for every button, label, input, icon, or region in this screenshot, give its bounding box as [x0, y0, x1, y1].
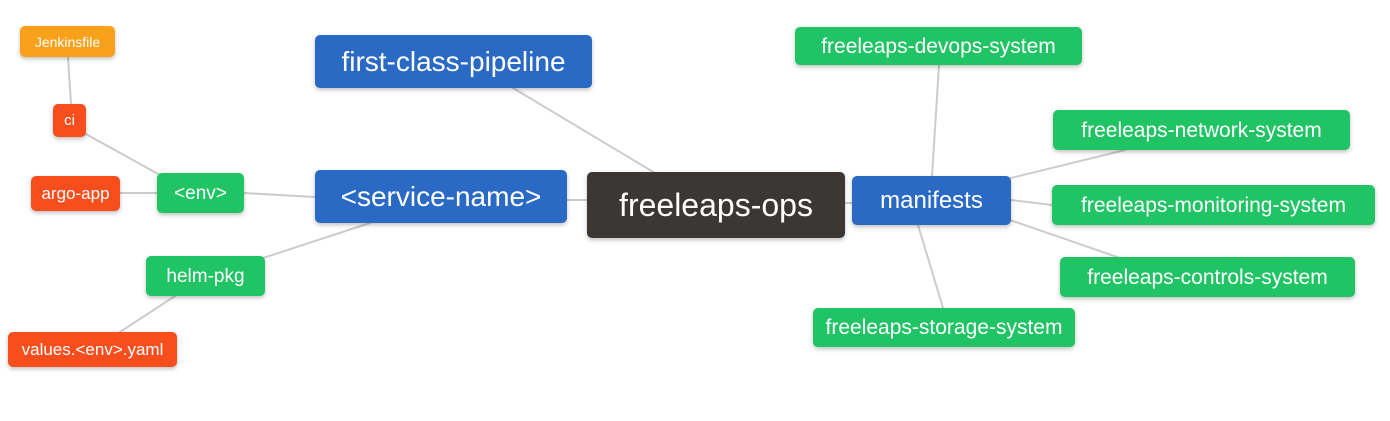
node-ci[interactable]: ci — [53, 104, 86, 137]
node-label: values.<env>.yaml — [21, 340, 164, 359]
node-label: manifests — [880, 186, 983, 214]
edge-manifests-to-freeleaps-monitoring-system — [1010, 199, 1053, 206]
node-jenkinsfile[interactable]: Jenkinsfile — [20, 26, 115, 57]
node-label: Jenkinsfile — [34, 33, 101, 50]
edge-freeleaps-devops-system-to-manifests — [931, 64, 940, 177]
edge-helm-pkg-to-values-env-yaml — [119, 295, 176, 333]
node-helm-pkg[interactable]: helm-pkg — [146, 256, 265, 296]
node-freeleaps-storage-system[interactable]: freeleaps-storage-system — [813, 308, 1075, 347]
node-freeleaps-ops[interactable]: freeleaps-ops — [587, 172, 845, 238]
node-label: freeleaps-controls-system — [1087, 265, 1328, 289]
edge-env-to-service-name — [243, 192, 316, 198]
node-label: first-class-pipeline — [341, 45, 566, 77]
node-label: freeleaps-devops-system — [821, 34, 1056, 58]
node-label: ci — [64, 112, 75, 129]
node-first-class-pipeline[interactable]: first-class-pipeline — [315, 35, 592, 88]
node-argo-app[interactable]: argo-app — [31, 176, 120, 211]
edge-service-name-to-helm-pkg — [262, 222, 371, 259]
node-label: helm-pkg — [166, 265, 245, 287]
node-env[interactable]: <env> — [157, 173, 244, 213]
node-service-name[interactable]: <service-name> — [315, 170, 567, 223]
node-freeleaps-monitoring-system[interactable]: freeleaps-monitoring-system — [1052, 185, 1375, 225]
node-label: freeleaps-storage-system — [825, 316, 1063, 339]
node-manifests[interactable]: manifests — [852, 176, 1011, 225]
node-label: <env> — [174, 182, 227, 204]
edge-first-class-pipeline-to-freeleaps-ops — [512, 87, 656, 174]
node-label: <service-name> — [340, 180, 542, 212]
node-freeleaps-controls-system[interactable]: freeleaps-controls-system — [1060, 257, 1355, 297]
node-label: freeleaps-ops — [619, 187, 813, 223]
node-freeleaps-devops-system[interactable]: freeleaps-devops-system — [795, 27, 1082, 65]
edge-jenkinsfile-to-ci — [67, 56, 72, 105]
node-label: freeleaps-monitoring-system — [1081, 193, 1346, 217]
edge-ci-to-env — [83, 132, 161, 176]
edge-manifests-to-freeleaps-network-system — [1010, 149, 1126, 179]
edge-manifests-to-freeleaps-controls-system — [1009, 219, 1121, 259]
node-freeleaps-network-system[interactable]: freeleaps-network-system — [1053, 110, 1350, 150]
node-label: freeleaps-network-system — [1081, 118, 1322, 142]
edge-manifests-to-freeleaps-storage-system — [917, 224, 944, 309]
node-label: argo-app — [41, 184, 110, 203]
node-values-env-yaml[interactable]: values.<env>.yaml — [8, 332, 177, 367]
